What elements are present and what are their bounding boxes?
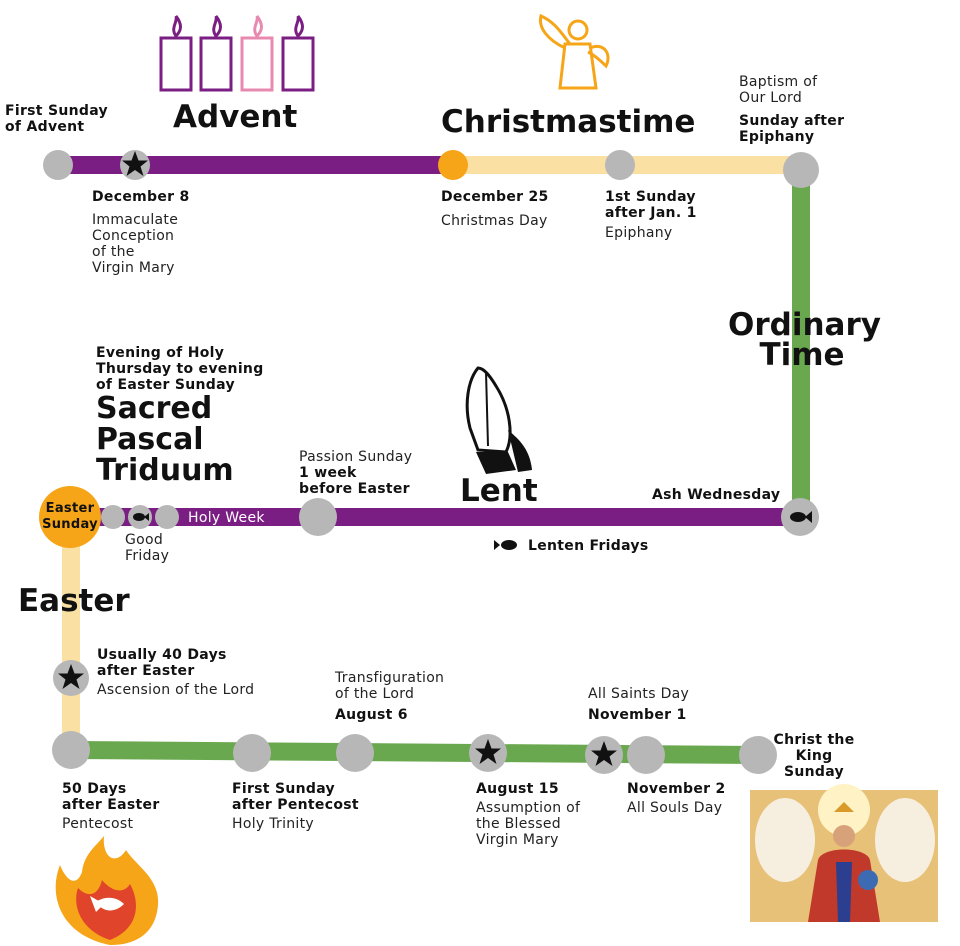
label-dec25-date: December 25 bbox=[441, 189, 549, 205]
label-aug15-name: Assumption of the Blessed Virgin Mary bbox=[476, 800, 581, 848]
season-easter: Easter bbox=[18, 583, 130, 619]
label-nov2-name: All Souls Day bbox=[627, 800, 723, 816]
label-first-sunday-advent: First Sunday of Advent bbox=[5, 103, 108, 135]
label-nov2-date: November 2 bbox=[627, 781, 726, 797]
season-advent: Advent bbox=[173, 99, 298, 135]
season-triduum: Sacred Pascal Triduum bbox=[96, 391, 234, 488]
node-holy-thursday bbox=[101, 505, 125, 529]
label-christ-the-king: Christ the King Sunday bbox=[773, 732, 855, 780]
label-passion-name: Passion Sunday bbox=[299, 449, 413, 465]
star-icon bbox=[122, 151, 148, 176]
label-ascension-date: Usually 40 Days after Easter bbox=[97, 647, 227, 679]
node-dec-25 bbox=[438, 150, 468, 180]
label-transfiguration-name: Transfiguration of the Lord bbox=[335, 670, 445, 702]
node-all-souls bbox=[627, 736, 665, 774]
label-good-friday: Good Friday bbox=[125, 532, 170, 564]
pentecost-dove-icon bbox=[55, 836, 159, 945]
label-pentecost-date: 50 Days after Easter bbox=[62, 781, 160, 813]
angel-icon bbox=[538, 13, 610, 90]
label-all-saints-name: All Saints Day bbox=[588, 686, 690, 702]
node-easter-sunday bbox=[39, 486, 101, 548]
label-ascension-name: Ascension of the Lord bbox=[97, 682, 255, 698]
label-all-saints-date: November 1 bbox=[588, 707, 687, 723]
label-dec8-name: Immaculate Conception of the Virgin Mary bbox=[92, 212, 179, 276]
star-icon bbox=[58, 664, 84, 689]
fish-icon bbox=[501, 540, 517, 550]
node-holy-saturday bbox=[155, 505, 179, 529]
label-passion-date: 1 week before Easter bbox=[299, 465, 410, 497]
label-trinity-date: First Sunday after Pentecost bbox=[232, 781, 359, 813]
label-baptism-name: Baptism of Our Lord bbox=[739, 74, 818, 106]
season-ordinary-time: Ordinary Time bbox=[728, 307, 881, 373]
label-lenten-fridays: Lenten Fridays bbox=[528, 538, 649, 554]
label-dec8-date: December 8 bbox=[92, 189, 190, 205]
advent-candles-icon bbox=[159, 15, 315, 92]
season-lent: Lent bbox=[460, 473, 538, 509]
node-christ-the-king bbox=[739, 736, 777, 774]
label-pentecost-name: Pentecost bbox=[62, 816, 134, 832]
label-trinity-name: Holy Trinity bbox=[232, 816, 314, 832]
label-holy-week: Holy Week bbox=[188, 510, 265, 526]
fish-icon bbox=[133, 513, 145, 521]
node-baptism bbox=[783, 152, 819, 188]
node-passion-sunday bbox=[299, 498, 337, 536]
praying-hands-icon bbox=[465, 366, 532, 474]
node-pentecost bbox=[52, 731, 90, 769]
label-transfiguration-date: August 6 bbox=[335, 707, 408, 723]
label-triduum-time: Evening of Holy Thursday to evening of E… bbox=[96, 345, 264, 393]
node-epiphany bbox=[605, 150, 635, 180]
node-holy-trinity bbox=[233, 734, 271, 772]
label-ash-wednesday: Ash Wednesday bbox=[652, 487, 781, 503]
label-dec25-name: Christmas Day bbox=[441, 213, 548, 229]
label-epiphany-name: Epiphany bbox=[605, 225, 673, 241]
label-epiphany-date: 1st Sunday after Jan. 1 bbox=[605, 189, 697, 221]
season-christmastime: Christmastime bbox=[441, 104, 696, 140]
label-easter-sunday: Easter Sunday bbox=[42, 501, 98, 532]
node-first-sunday-advent bbox=[43, 150, 73, 180]
fish-icon bbox=[790, 512, 806, 522]
label-aug15-date: August 15 bbox=[476, 781, 559, 797]
node-transfiguration bbox=[336, 734, 374, 772]
christ-the-king-image bbox=[750, 784, 938, 922]
label-baptism-date: Sunday after Epiphany bbox=[739, 113, 845, 145]
star-icon bbox=[475, 739, 501, 764]
star-icon bbox=[591, 741, 617, 766]
